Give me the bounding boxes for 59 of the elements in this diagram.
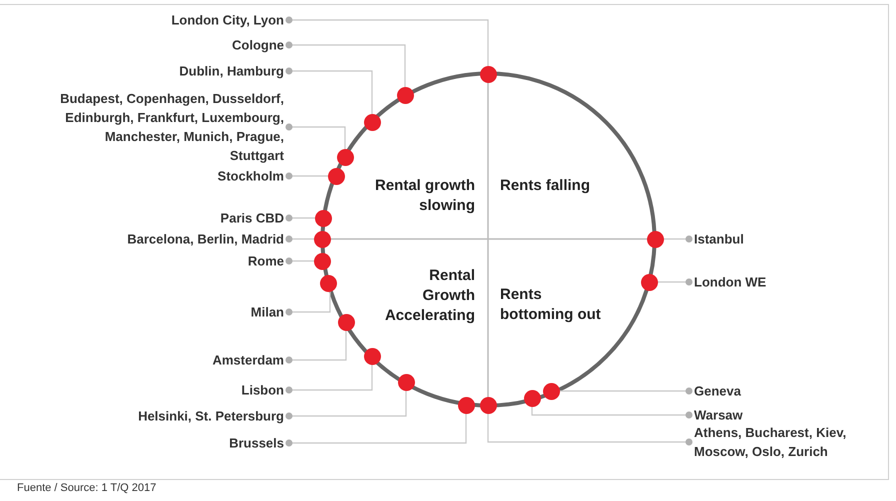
quadrant-label: Rents bottoming out [500, 285, 602, 325]
market-dot [314, 210, 332, 226]
city-label: Athens, Bucharest, Kiev, Moscow, Oslo, Zurich [694, 423, 854, 461]
leader-line [286, 364, 373, 394]
market-dot [458, 396, 474, 414]
market-dot [542, 382, 560, 400]
leader-line [531, 406, 692, 418]
leader-line [286, 236, 314, 242]
market-dot [314, 230, 330, 248]
leader-line [286, 68, 373, 114]
market-dot [320, 274, 336, 292]
market-dot [396, 86, 414, 104]
leader-line [286, 42, 406, 87]
leader-line [286, 390, 407, 420]
market-dot [480, 66, 496, 82]
city-label: Paris CBD [220, 208, 284, 228]
city-label: Helsinki, St. Petersburg [138, 406, 284, 426]
city-label: Lisbon [241, 380, 284, 400]
city-label: Milan [250, 302, 284, 322]
city-label: Istanbul [694, 230, 744, 248]
market-dot [398, 374, 414, 390]
market-dot [338, 314, 354, 330]
city-label: Brussels [229, 434, 284, 452]
market-dot [328, 168, 344, 184]
leader-line [657, 278, 692, 286]
city-label: London City, Lyon [171, 10, 284, 30]
leader-line [286, 290, 331, 316]
city-label: Barcelona, Berlin, Madrid [127, 230, 284, 248]
leader-line [663, 236, 692, 242]
city-label: Amsterdam [212, 350, 284, 370]
leader-line [286, 258, 314, 264]
leader-line [286, 214, 315, 222]
market-dot [640, 274, 658, 290]
leader-line [286, 172, 328, 180]
leader-line [487, 413, 692, 446]
quadrant-label: Rental Growth Accelerating [384, 266, 475, 326]
city-label: London WE [694, 272, 766, 292]
leader-line [286, 16, 489, 66]
city-label: Warsaw [694, 406, 743, 424]
leader-line [286, 413, 467, 446]
city-label: Budapest, Copenhagen, Dusseldorf, Edinburgh, Frankfurt, Luxembourg, Manchester, Munich, Prague, Stuttgart [48, 89, 284, 165]
source-note: Fuente / Source: 1 T/Q 2017 [17, 482, 156, 494]
city-label: Dublin, Hamburg [179, 62, 284, 80]
leader-line [286, 124, 346, 149]
quadrant-label: Rents falling [500, 176, 592, 196]
city-label: Cologne [232, 36, 284, 54]
city-label: Stockholm [218, 166, 284, 186]
market-dot [336, 148, 354, 166]
leader-line [286, 330, 347, 364]
market-dot [314, 252, 330, 270]
market-dot [364, 114, 380, 130]
leader-line [559, 388, 692, 394]
quadrant-label: Rental growth slowing [374, 176, 475, 216]
market-dot [646, 230, 664, 248]
city-label: Geneva [694, 382, 741, 400]
market-dot [480, 396, 496, 414]
market-dot [364, 348, 380, 364]
city-label: Rome [248, 252, 284, 270]
market-dot [524, 390, 540, 406]
